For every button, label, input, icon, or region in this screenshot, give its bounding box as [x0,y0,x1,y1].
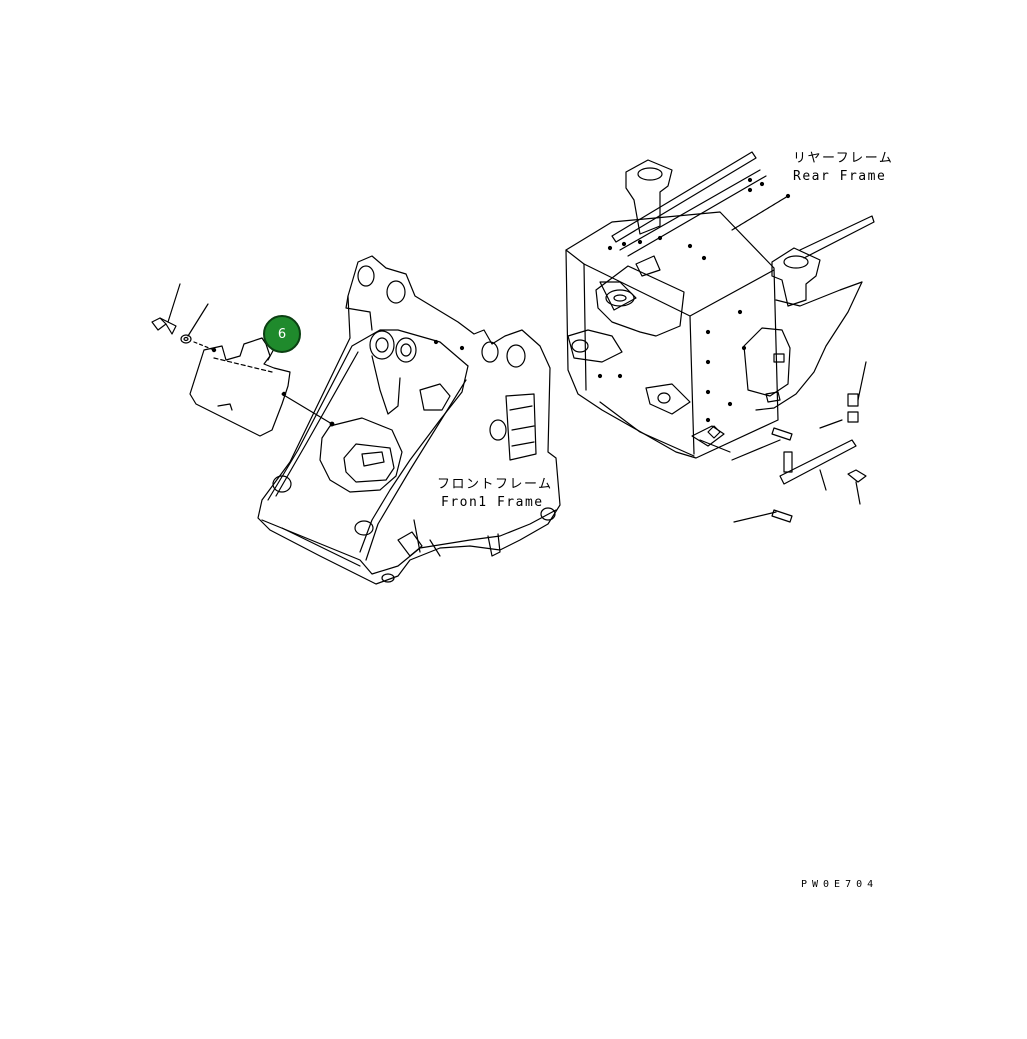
pins-drawing [692,196,866,522]
front-frame-label-jp: フロントフレーム [437,477,553,492]
front-frame-drawing [258,256,560,584]
rear-frame-label-jp: リヤーフレーム [793,151,894,166]
rear-frame-label-en: Rear Frame [793,169,887,184]
drawing-code: PW0E704 [801,879,879,890]
cover-plate-drawing [152,284,332,436]
callout-part-6[interactable]: 6 [263,315,301,353]
rear-frame-drawing [566,152,874,458]
front-frame-label-en: Fron1 Frame [441,495,544,510]
